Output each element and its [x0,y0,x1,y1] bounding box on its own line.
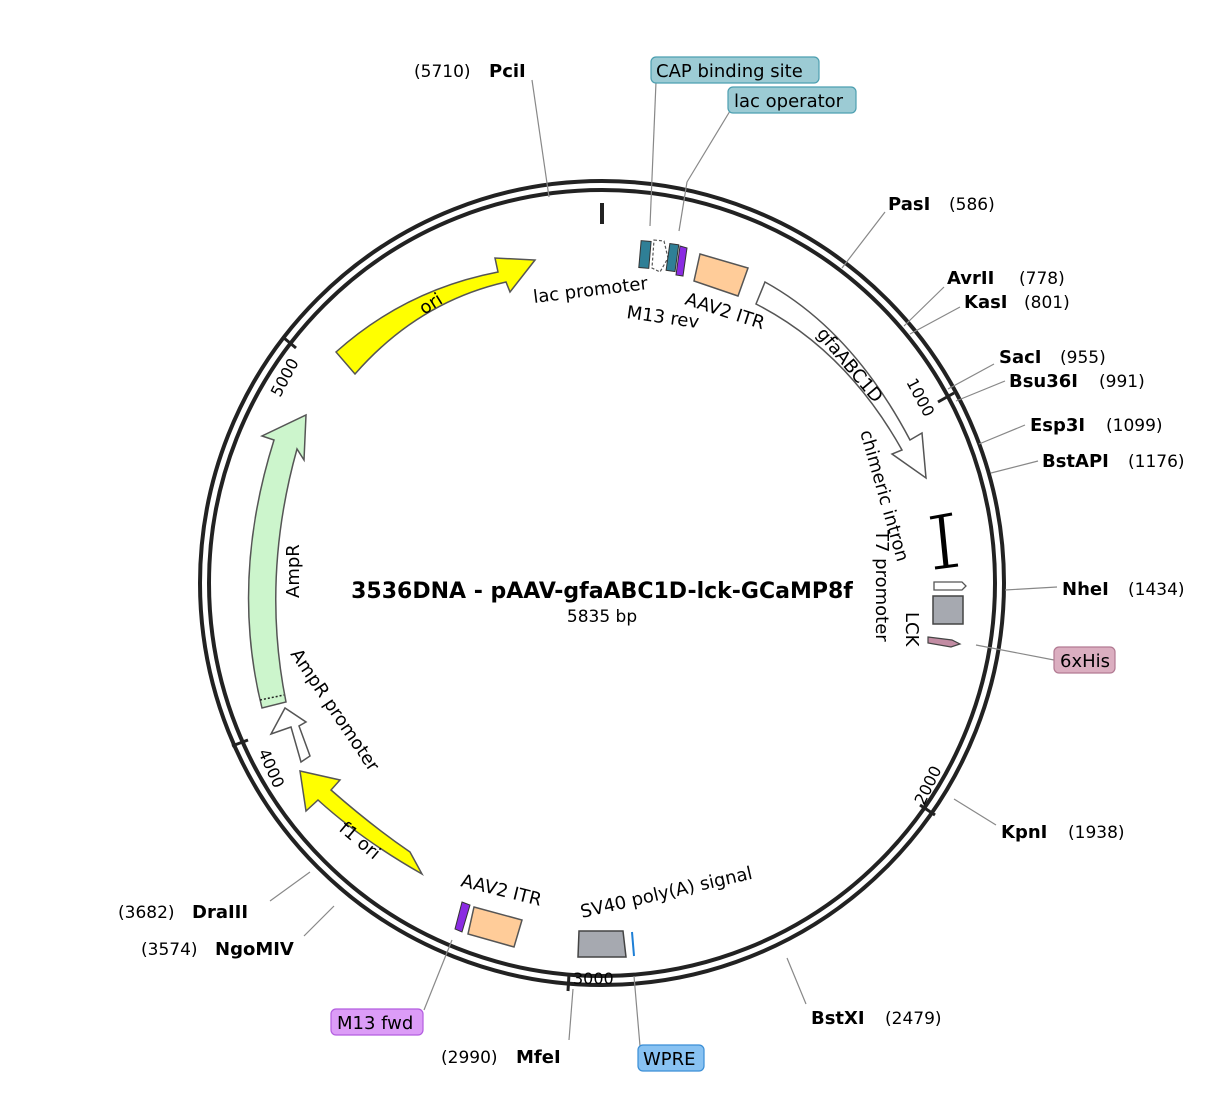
site-avrii-pos: (778) [1019,269,1065,289]
site-mfei-pos: (2990) [441,1048,498,1068]
tick-4000: 4000 [231,738,288,791]
m13-rev-block [675,245,688,277]
ampr-promoter-arrow [269,706,311,764]
m13-fwd-label: M13 fwd [337,1013,413,1034]
site-kasi-name: KasI [964,292,1008,313]
ampr-arrow [247,413,307,709]
ori-arrow [334,257,537,376]
site-pcii: (5710) PciI [414,61,550,198]
aav2-itr-top-block [693,253,749,297]
lac-operator-callout: lac operator [678,86,857,232]
site-bstxi: BstXI (2479) [786,957,942,1029]
site-nhei: NheI (1434) [1004,579,1185,600]
plasmid-length: 5835 bp [567,607,637,627]
site-bstapi-name: BstAPI [1042,451,1109,472]
his-tag-block [927,636,962,648]
site-saci-name: SacI [999,347,1041,368]
site-draiii: (3682) DraIII [118,871,311,923]
m13-fwd-block [454,901,471,933]
wpre-label: WPRE [643,1049,696,1070]
m13-fwd-callout: M13 fwd [330,939,453,1036]
site-draiii-pos: (3682) [118,903,175,923]
gfaabc1d-arrow [755,280,927,480]
tick-1000: 1000 [902,375,955,420]
plasmid-title: 3536DNA - pAAV-gfaABC1D-lck-GCaMP8f [351,579,853,604]
tick-label-1000: 1000 [902,375,938,420]
site-bstapi-pos: (1176) [1128,452,1185,472]
lac-operator-label: lac operator [734,91,844,112]
tick-label-3000: 3000 [573,969,614,988]
site-draiii-name: DraIII [192,902,248,923]
aav2-itr-bottom-block [467,906,523,948]
site-bstapi: BstAPI (1176) [990,451,1185,474]
site-ngomiv-pos: (3574) [141,940,198,960]
site-bsu36i-pos: (991) [1099,372,1145,392]
site-esp3i-pos: (1099) [1106,416,1163,436]
lck-label: LCK [901,612,922,648]
site-pasi-pos: (586) [949,195,995,215]
site-avrii: AvrII (778) [903,268,1065,327]
gfaabc1d-label: gfaABC1D [812,324,887,407]
ampr-label: AmpR [283,544,304,598]
site-pasi: PasI (586) [841,194,995,269]
site-bstxi-pos: (2479) [885,1009,942,1029]
wpre-mark [631,931,635,957]
site-saci-pos: (955) [1060,348,1106,368]
t7-promoter-label: T7 promoter [871,529,892,642]
site-kpni-pos: (1938) [1068,823,1125,843]
lac-promoter-arrow [651,239,669,273]
sv40-polya-label: SV40 poly(A) signal [578,863,754,923]
site-pcii-pos: (5710) [414,62,471,82]
wpre-callout: WPRE [633,975,705,1072]
site-mfei: (2990) MfeI [441,988,574,1068]
site-bsu36i: Bsu36I (991) [955,371,1145,402]
f1-ori-arrow [299,770,424,876]
site-nhei-pos: (1434) [1128,580,1185,600]
lac-operator-block [665,243,680,273]
site-bstxi-name: BstXI [811,1008,865,1029]
site-esp3i: Esp3I (1099) [978,415,1163,445]
backbone-inner-ring [207,188,997,978]
cap-binding-site-block [638,240,652,269]
site-avrii-name: AvrII [947,268,994,289]
site-saci: SacI (955) [947,347,1106,390]
ampr-dashed-divider [259,694,285,701]
tick-3000: 3000 [566,969,614,992]
site-kasi: KasI (801) [909,292,1070,335]
site-esp3i-name: Esp3I [1030,415,1085,436]
t7-promoter-arrow [933,581,967,591]
cap-binding-site-callout: CAP binding site [649,56,820,227]
his-tag-label: 6xHis [1060,651,1110,672]
site-pasi-name: PasI [888,194,930,215]
tick-label-5000: 5000 [267,355,303,400]
site-ngomiv-name: NgoMIV [215,939,294,960]
site-nhei-name: NheI [1062,579,1109,600]
site-mfei-name: MfeI [516,1047,561,1068]
cap-binding-site-label: CAP binding site [656,61,803,82]
tick-2000: 2000 [911,763,945,817]
site-bsu36i-name: Bsu36I [1009,371,1078,392]
lck-block [932,595,964,625]
site-kpni: KpnI (1938) [953,798,1125,843]
aav2-itr-bottom-label: AAV2 ITR [459,870,544,910]
sv40-polya-block [577,930,627,958]
chimeric-intron-mark [929,512,959,570]
his-tag-callout: 6xHis [975,644,1116,674]
backbone-outer-ring [198,179,1006,987]
site-ngomiv: (3574) NgoMIV [141,905,335,960]
site-pcii-name: PciI [489,61,526,82]
site-kpni-name: KpnI [1001,822,1047,843]
tick-label-4000: 4000 [254,746,288,791]
site-kasi-pos: (801) [1024,293,1070,313]
